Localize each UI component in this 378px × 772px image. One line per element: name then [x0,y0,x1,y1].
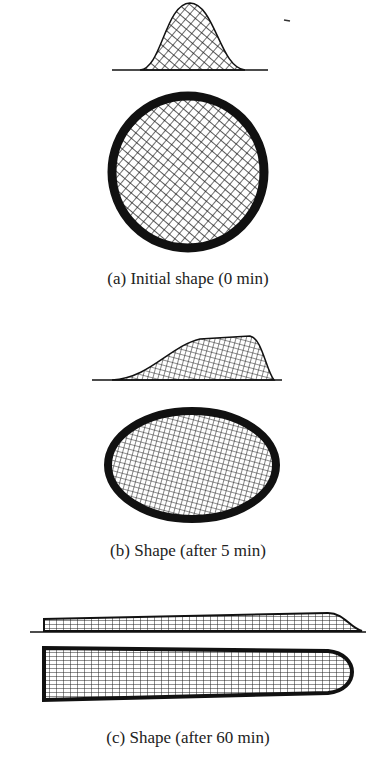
panel-caption: (b) Shape (after 5 min) [110,541,266,561]
top-view-c [44,648,352,700]
top-view-b [108,411,276,519]
side-view-b [92,336,282,380]
side-view-a [112,3,268,70]
panel-caption: (c) Shape (after 60 min) [106,728,269,748]
panel-caption: (a) Initial shape (0 min) [107,269,268,289]
stray-mark [284,20,290,21]
side-view-c [30,613,366,632]
top-view-a [112,96,264,248]
